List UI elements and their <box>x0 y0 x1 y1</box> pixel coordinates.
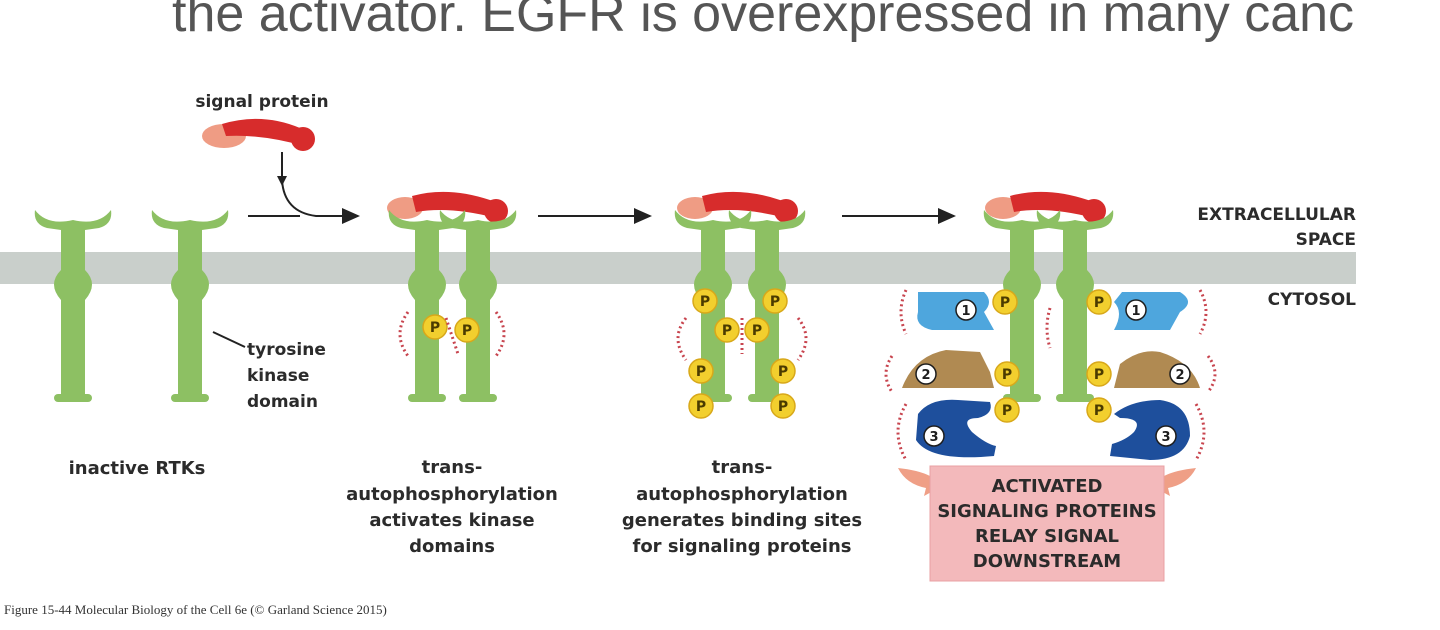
activity-ticks-4 <box>884 289 1217 461</box>
active-receptor-2a <box>388 210 466 402</box>
svg-text:domains: domains <box>409 536 495 557</box>
activity-ticks-3 <box>676 317 808 361</box>
figure-credit: Figure 15-44 Molecular Biology of the Ce… <box>4 602 387 617</box>
svg-text:P: P <box>752 323 762 339</box>
signaling-protein-1-left <box>917 292 994 330</box>
svg-text:DOWNSTREAM: DOWNSTREAM <box>973 551 1121 572</box>
svg-text:for signaling proteins: for signaling proteins <box>632 536 851 557</box>
svg-text:3: 3 <box>1161 430 1170 445</box>
svg-text:trans-: trans- <box>422 457 483 478</box>
stage1-caption: inactive RTKs <box>69 458 206 479</box>
extracellular-label-line1: EXTRACELLULAR <box>1197 205 1356 225</box>
svg-text:RELAY SIGNAL: RELAY SIGNAL <box>975 526 1119 547</box>
svg-text:P: P <box>778 364 788 380</box>
svg-text:1: 1 <box>961 304 970 319</box>
svg-text:P: P <box>1094 403 1104 419</box>
svg-text:P: P <box>778 399 788 415</box>
signal-protein-bound-3 <box>677 191 798 223</box>
svg-text:activates kinase: activates kinase <box>369 510 534 531</box>
signal-protein-bound-2 <box>387 191 508 223</box>
binding-arrow <box>281 152 360 224</box>
svg-text:1: 1 <box>1131 304 1140 319</box>
svg-text:P: P <box>430 320 440 336</box>
svg-text:P: P <box>1002 403 1012 419</box>
svg-text:P: P <box>462 323 472 339</box>
kinase-domain-pointer <box>212 331 246 348</box>
svg-text:SIGNALING PROTEINS: SIGNALING PROTEINS <box>937 501 1156 522</box>
plasma-membrane <box>0 252 1356 284</box>
signaling-protein-2-right <box>1114 351 1200 388</box>
signaling-protein-2-left <box>902 350 994 388</box>
svg-text:generates binding sites: generates binding sites <box>622 510 862 531</box>
svg-text:autophosphorylation: autophosphorylation <box>346 484 558 505</box>
svg-text:P: P <box>696 364 706 380</box>
cytosol-label: CYTOSOL <box>1268 290 1357 310</box>
svg-text:P: P <box>722 323 732 339</box>
signal-protein-label: signal protein <box>195 92 328 112</box>
svg-text:P: P <box>696 399 706 415</box>
signaling-protein-1-right <box>1114 292 1188 330</box>
svg-text:P: P <box>700 294 710 310</box>
inactive-receptor-right <box>151 210 229 402</box>
svg-text:2: 2 <box>921 368 930 383</box>
svg-text:P: P <box>1094 295 1104 311</box>
extracellular-label-line2: SPACE <box>1296 230 1356 250</box>
svg-text:P: P <box>1002 367 1012 383</box>
svg-text:P: P <box>1094 367 1104 383</box>
svg-text:3: 3 <box>929 430 938 445</box>
active-receptor-2b <box>439 210 517 402</box>
signaling-protein-3-right <box>1110 400 1190 460</box>
svg-text:P: P <box>1000 295 1010 311</box>
signaling-protein-3-left <box>916 399 996 458</box>
signal-protein-bound-4 <box>985 191 1106 223</box>
svg-text:autophosphorylation: autophosphorylation <box>636 484 848 505</box>
svg-text:ACTIVATED: ACTIVATED <box>992 476 1103 497</box>
tyrosine-label: tyrosine <box>247 340 326 360</box>
signal-protein <box>202 118 315 151</box>
domain-label: domain <box>247 392 318 412</box>
activated-signaling-box <box>929 465 1165 582</box>
svg-text:trans-: trans- <box>712 457 773 478</box>
kinase-label: kinase <box>247 366 309 386</box>
slide-title: the activator. EGFR is overexpressed in … <box>172 0 1355 43</box>
svg-text:2: 2 <box>1175 368 1184 383</box>
inactive-receptor-left <box>34 210 112 402</box>
svg-text:P: P <box>770 294 780 310</box>
